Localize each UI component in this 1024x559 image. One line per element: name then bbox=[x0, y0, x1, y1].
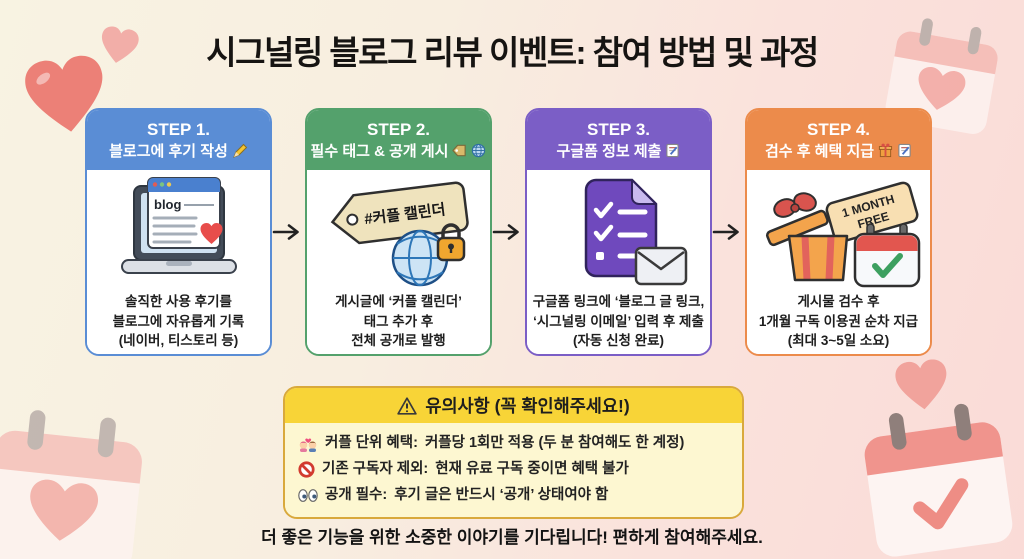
calendar-check-decoration-bottomright bbox=[864, 403, 1013, 557]
step-2-label: STEP 2. bbox=[367, 119, 430, 139]
step-2-header: STEP 2. 필수 태그 & 공개 게시 bbox=[307, 110, 490, 170]
notice-item-2-text: 현재 유료 구독 중이면 혜택 불가 bbox=[435, 461, 629, 478]
free-ticket: 1 MONTH FREE bbox=[825, 181, 918, 243]
notice-item-couple: 커플 단위 혜택: 커플당 1회만 적용 (두 분 참여해도 한 계정) bbox=[298, 430, 729, 456]
step-4-label: STEP 4. bbox=[807, 119, 870, 139]
step-2-card: STEP 2. 필수 태그 & 공개 게시 #커플 캘린더 bbox=[305, 108, 492, 356]
step-1-card: STEP 1. 블로그에 후기 작성 blog bbox=[85, 108, 272, 356]
memo-icon bbox=[666, 143, 680, 158]
step-1-subtitle: 블로그에 후기 작성 bbox=[109, 140, 248, 161]
step-3-line-3: (자동 신청 완료) bbox=[572, 333, 664, 349]
laptop-blog-illustration: blog bbox=[104, 172, 254, 292]
step-3-line-2: ‘시그널링 이메일’ 입력 후 제출 bbox=[533, 313, 704, 329]
gift-icon bbox=[878, 143, 893, 158]
flow-arrow-1 bbox=[272, 224, 299, 240]
notice-title: 유의사항 (꼭 확인해주세요!) bbox=[425, 396, 630, 416]
heart-decoration-small bbox=[101, 26, 139, 63]
eyes-icon bbox=[298, 488, 318, 502]
step-2-line-2: 태그 추가 후 bbox=[363, 313, 434, 329]
tag-globe-lock-illustration: #커플 캘린더 bbox=[318, 172, 480, 292]
step-4-card: STEP 4. 검수 후 혜택 지급 1 MONTH FREE bbox=[745, 108, 932, 356]
memo-icon bbox=[898, 143, 911, 158]
step-1-line-2: 블로그에 자유롭게 기록 bbox=[112, 313, 245, 329]
step-1-line-3: (네이버, 티스토리 등) bbox=[118, 333, 239, 349]
step-4-line-3: (최대 3~5일 소요) bbox=[787, 333, 890, 349]
heart-decoration-large bbox=[25, 55, 103, 132]
gift-ticket-calendar-illustration: 1 MONTH FREE bbox=[755, 172, 923, 292]
step-3-description: 구글폼 링크에 ‘블로그 글 링크, ‘시그널링 이메일’ 입력 후 제출 (자… bbox=[533, 292, 705, 351]
step-4-line-2: 1개월 구독 이용권 순차 지급 bbox=[758, 313, 919, 329]
notice-header: 유의사항 (꼭 확인해주세요!) bbox=[285, 388, 742, 423]
step-3-body: 구글폼 링크에 ‘블로그 글 링크, ‘시그널링 이메일’ 입력 후 제출 (자… bbox=[527, 170, 710, 354]
step-3-subtitle-text: 구글폼 정보 제출 bbox=[556, 143, 662, 161]
blog-screen-label: blog bbox=[154, 197, 181, 212]
footer-message: 더 좋은 기능을 위한 소중한 이야기를 기다립니다! 편하게 참여해주세요. bbox=[261, 528, 763, 547]
tag-icon bbox=[452, 144, 467, 157]
page-title: 시그널링 블로그 리뷰 이벤트: 참여 방법 및 과정 bbox=[206, 34, 819, 71]
step-1-header: STEP 1. 블로그에 후기 작성 bbox=[87, 110, 270, 170]
calendar-check-illustration bbox=[853, 223, 920, 288]
step-3-header: STEP 3. 구글폼 정보 제출 bbox=[527, 110, 710, 170]
step-3-card: STEP 3. 구글폼 정보 제출 bbox=[525, 108, 712, 356]
step-4-line-1: 게시물 검수 후 bbox=[797, 294, 880, 309]
step-1-body: blog 솔직한 사용 후기를 블로그에 자유롭게 기록 (네이버, 티스토리 … bbox=[87, 170, 270, 354]
step-2-subtitle-text: 필수 태그 & 공개 게시 bbox=[310, 143, 449, 161]
step-4-description: 게시물 검수 후 1개월 구독 이용권 순차 지급 (최대 3~5일 소요) bbox=[759, 292, 918, 351]
notice-box: 유의사항 (꼭 확인해주세요!) 커플 단위 혜택: 커플당 1회만 적용 (두… bbox=[283, 386, 744, 520]
step-2-line-1: 게시글에 ‘커플 캘린더’ bbox=[335, 294, 462, 309]
flow-arrow-2 bbox=[492, 224, 519, 240]
envelope-icon bbox=[634, 246, 687, 286]
step-2-line-3: 전체 공개로 발행 bbox=[351, 333, 446, 349]
prohibited-icon bbox=[298, 461, 315, 478]
warning-icon bbox=[397, 396, 418, 415]
calendar-heart-decoration-bottomleft bbox=[0, 410, 142, 559]
notice-item-1-text: 커플당 1회만 적용 (두 분 참여해도 한 계정) bbox=[424, 435, 685, 451]
step-1-description: 솔직한 사용 후기를 블로그에 자유롭게 기록 (네이버, 티스토리 등) bbox=[113, 292, 245, 351]
step-2-body: #커플 캘린더 게시글에 ‘커플 캘린더’ 태그 추가 후 전체 공개로 bbox=[307, 170, 490, 354]
globe-icon bbox=[472, 143, 486, 158]
notice-item-3-text: 후기 글은 반드시 ‘공개’ 상태여야 함 bbox=[394, 487, 609, 504]
notice-item-3-bold: 공개 필수: bbox=[325, 487, 388, 504]
notice-body: 커플 단위 혜택: 커플당 1회만 적용 (두 분 참여해도 한 계정) 기존 … bbox=[285, 423, 742, 518]
step-3-label: STEP 3. bbox=[587, 119, 650, 139]
heart-decoration-bottomright bbox=[895, 359, 947, 410]
step-4-body: 1 MONTH FREE bbox=[747, 170, 930, 354]
step-4-subtitle: 검수 후 혜택 지급 bbox=[765, 140, 912, 161]
step-3-subtitle: 구글폼 정보 제출 bbox=[557, 140, 681, 161]
step-4-subtitle-text: 검수 후 혜택 지급 bbox=[764, 143, 875, 161]
notice-item-public: 공개 필수: 후기 글은 반드시 ‘공개’ 상태여야 함 bbox=[298, 482, 729, 508]
step-3-line-1: 구글폼 링크에 ‘블로그 글 링크, bbox=[532, 294, 705, 309]
step-1-label: STEP 1. bbox=[147, 119, 210, 139]
notice-item-1-bold: 커플 단위 혜택: bbox=[325, 435, 418, 451]
step-1-subtitle-text: 블로그에 후기 작성 bbox=[109, 143, 228, 161]
writing-hand-icon bbox=[232, 143, 248, 158]
couple-icon bbox=[299, 438, 317, 452]
notice-item-2-bold: 기존 구독자 제외: bbox=[322, 461, 429, 478]
step-1-line-1: 솔직한 사용 후기를 bbox=[125, 294, 232, 309]
lock-icon bbox=[436, 223, 465, 262]
flow-arrow-3 bbox=[712, 224, 739, 240]
notice-item-subscriber: 기존 구독자 제외: 현재 유료 구독 중이면 혜택 불가 bbox=[298, 456, 729, 482]
step-4-header: STEP 4. 검수 후 혜택 지급 bbox=[747, 110, 930, 170]
step-2-subtitle: 필수 태그 & 공개 게시 bbox=[311, 140, 487, 161]
step-2-description: 게시글에 ‘커플 캘린더’ 태그 추가 후 전체 공개로 발행 bbox=[335, 292, 462, 351]
heart-icon bbox=[200, 223, 222, 244]
gift-box-illustration bbox=[765, 192, 848, 282]
google-form-envelope-illustration bbox=[544, 172, 694, 292]
